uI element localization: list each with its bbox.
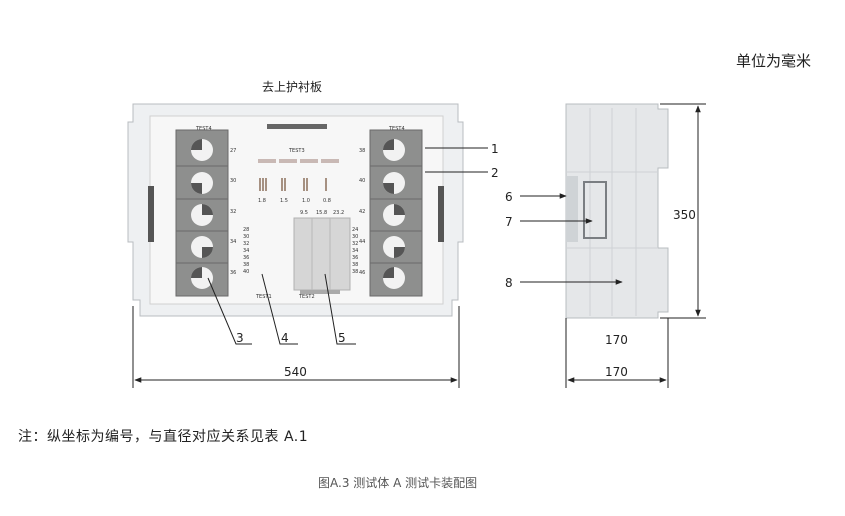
- right-column-numbers: 38 40 42 44 46: [359, 148, 365, 276]
- right-num: 42: [359, 209, 365, 215]
- callout-3: 3: [236, 331, 244, 345]
- list-value: 36: [352, 255, 358, 261]
- right-num: 44: [359, 239, 365, 245]
- right-num: 46: [359, 270, 365, 276]
- side-view: 6 7 8 350 170 170: [505, 103, 706, 388]
- callout-8: 8: [505, 276, 513, 290]
- depth-dimension-top: 170: [605, 333, 628, 347]
- slot-bars: [259, 178, 327, 191]
- list-value: 34: [243, 248, 249, 254]
- list-value: 24: [352, 227, 358, 233]
- height-dimension: 350: [673, 208, 696, 222]
- label-bottom-left: TEST1: [255, 294, 272, 300]
- side-handle: [583, 181, 607, 239]
- right-num: 38: [359, 148, 365, 154]
- mid-value: 9.5: [300, 210, 308, 216]
- label-top-left: TEST4: [195, 126, 212, 132]
- right-handle: [438, 186, 444, 242]
- callout-5: 5: [338, 331, 346, 345]
- list-value: 28: [243, 227, 249, 233]
- front-view-title: 去上护衬板: [262, 80, 323, 94]
- callout-4: 4: [281, 331, 289, 345]
- left-num: 27: [230, 148, 236, 154]
- left-num: 30: [230, 178, 236, 184]
- list-value: 32: [243, 241, 249, 247]
- left-handle: [148, 186, 154, 242]
- slot-value: 1.8: [258, 198, 266, 204]
- list-value: 38: [243, 262, 249, 268]
- center-card: [293, 217, 351, 291]
- unit-label: 单位为毫米: [736, 52, 812, 70]
- left-block-column: [175, 129, 229, 297]
- right-num: 40: [359, 178, 365, 184]
- mid-values: 9.5 15.8 23.2: [300, 210, 344, 216]
- list-value: 30: [243, 234, 249, 240]
- left-num: 32: [230, 209, 236, 215]
- slot-value: 0.8: [323, 198, 331, 204]
- center-left-list: 28 30 32 34 36 38 40: [243, 227, 249, 275]
- list-value: 38: [352, 269, 358, 275]
- label-bottom-center: TEST2: [298, 294, 315, 300]
- right-block-column: [369, 129, 423, 297]
- left-num: 36: [230, 270, 236, 276]
- label-top-center: TEST3: [288, 148, 305, 154]
- callout-7: 7: [505, 215, 513, 229]
- list-value: 30: [352, 234, 358, 240]
- top-handle: [267, 124, 327, 129]
- list-value: 40: [243, 269, 249, 275]
- list-value: 32: [352, 241, 358, 247]
- center-right-list: 24 30 32 34 36 38 38: [352, 227, 358, 275]
- slot-values: 1.8 1.5 1.0 0.8: [258, 198, 331, 204]
- slot-value: 1.5: [280, 198, 288, 204]
- side-body: [565, 103, 669, 319]
- callout-1: 1: [491, 142, 499, 156]
- mid-value: 15.8: [316, 210, 327, 216]
- note-text: 注：纵坐标为编号，与直径对应关系见表 A.1: [18, 429, 309, 445]
- slot-value: 1.0: [302, 198, 310, 204]
- depth-dimension-bottom: 170: [605, 365, 628, 379]
- left-column-numbers: 27 30 32 34 36: [230, 148, 236, 276]
- width-dimension: 540: [284, 365, 307, 379]
- figure-caption: 图A.3 测试体 A 测试卡装配图: [318, 476, 478, 490]
- list-value: 34: [352, 248, 358, 254]
- slot-strips: [258, 159, 339, 163]
- front-view: TEST4 TEST4 TEST3 TEST1 TEST2 27 30 32 3…: [127, 103, 499, 388]
- left-num: 34: [230, 239, 236, 245]
- list-value: 38: [352, 262, 358, 268]
- label-top-right: TEST4: [388, 126, 405, 132]
- callout-6: 6: [505, 190, 513, 204]
- callout-2: 2: [491, 166, 499, 180]
- list-value: 36: [243, 255, 249, 261]
- mid-value: 23.2: [333, 210, 344, 216]
